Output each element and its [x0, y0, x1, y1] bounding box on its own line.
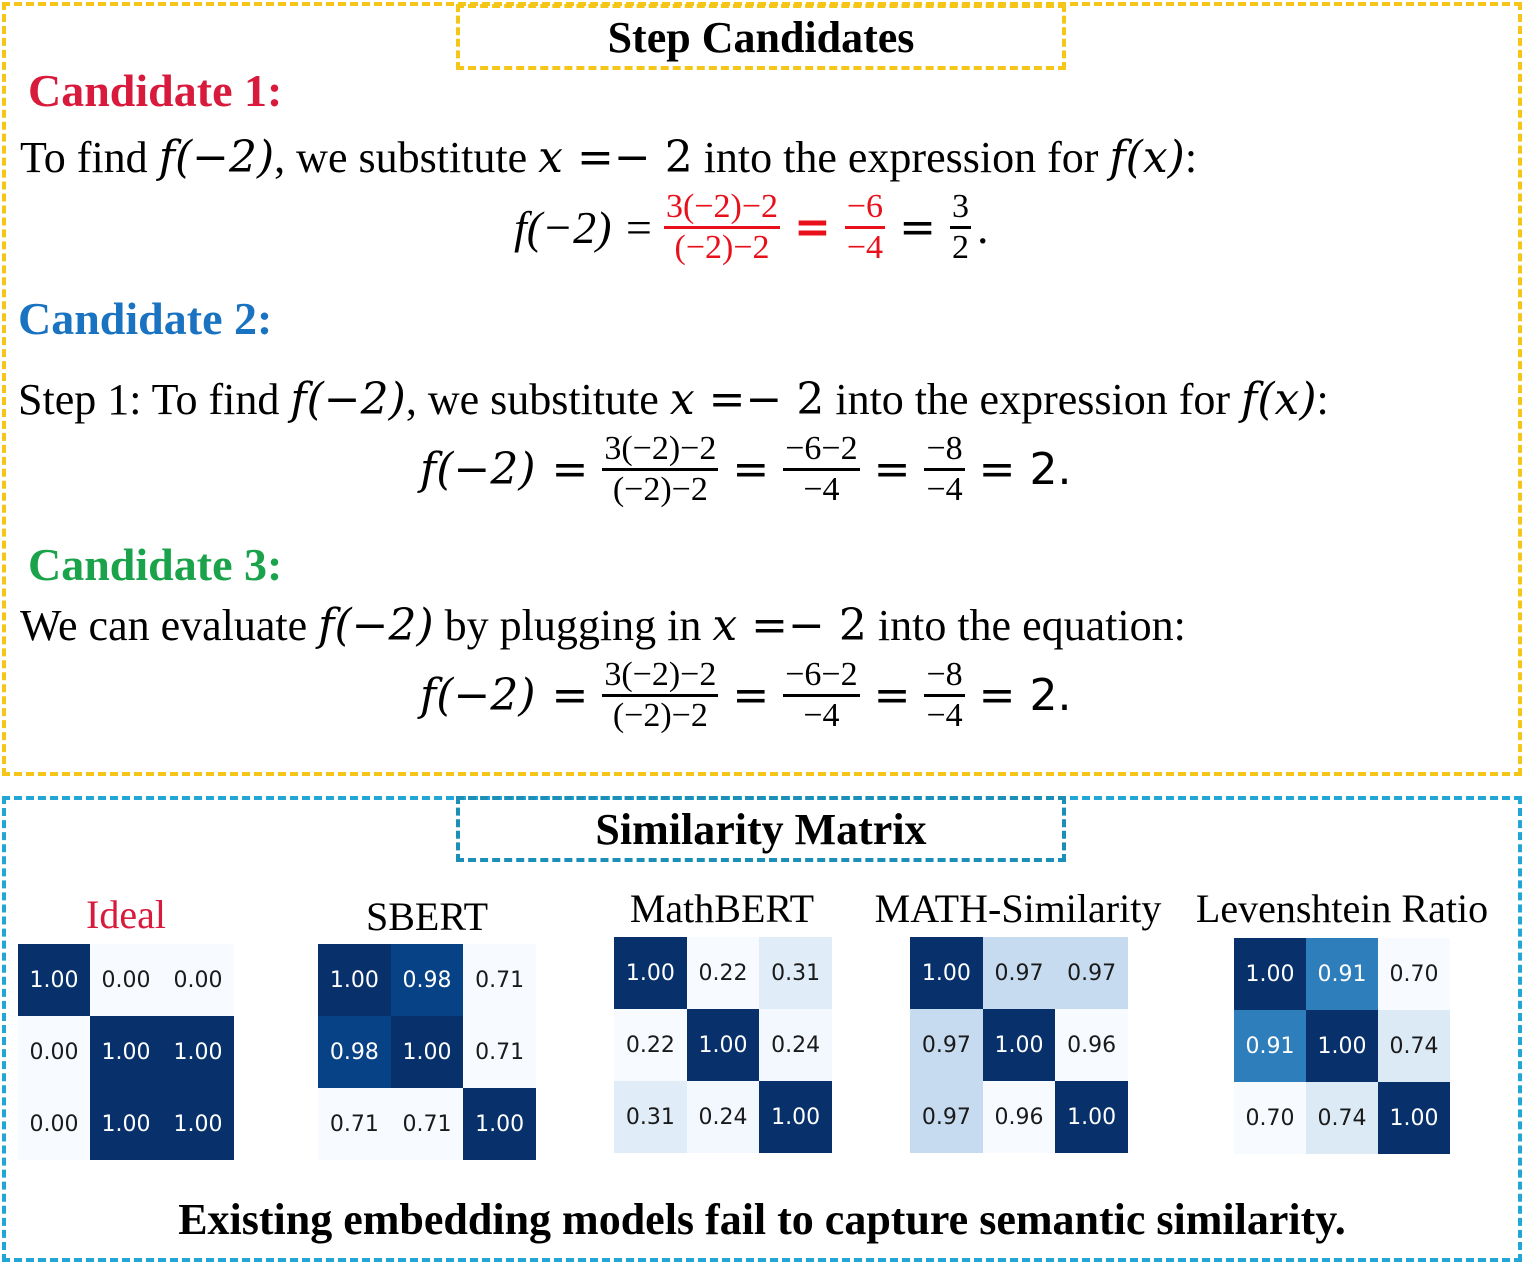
heatmap-cell: 0.71 — [390, 1088, 464, 1160]
step-candidates-title: Step Candidates — [456, 4, 1066, 70]
heatmap-cell: 1.00 — [759, 1081, 832, 1153]
heatmap-cell: 0.70 — [1378, 938, 1450, 1010]
candidate-3-label: Candidate 3: — [28, 539, 283, 590]
heatmap-cell: 1.00 — [162, 1016, 234, 1088]
fraction: −8−4 — [924, 656, 965, 734]
heatmap-cell: 1.00 — [1306, 1010, 1378, 1082]
fraction: −6−2−4 — [783, 656, 860, 734]
heatmap-title-ideal: Ideal — [86, 892, 166, 937]
heatmap-cell: 1.00 — [1378, 1082, 1450, 1154]
heatmap-cell: 1.00 — [1234, 938, 1306, 1010]
candidate-1-label: Candidate 1: — [28, 65, 283, 116]
heatmap-cell: 1.00 — [18, 944, 90, 1016]
heatmap-cell: 1.00 — [1055, 1081, 1128, 1153]
heatmap-cell: 1.00 — [90, 1088, 162, 1160]
heatmap-cell: 0.24 — [759, 1009, 832, 1081]
similarity-matrix-title: Similarity Matrix — [456, 796, 1066, 862]
heatmap-cell: 0.71 — [463, 944, 536, 1016]
heatmap-cell: 1.00 — [318, 944, 391, 1016]
conclusion-text: Existing embedding models fail to captur… — [178, 1195, 1346, 1244]
fraction: −6−2−4 — [783, 430, 860, 508]
heatmap-cell: 0.97 — [910, 1081, 983, 1153]
heatmap-cell: 1.00 — [162, 1088, 234, 1160]
fraction: 3(−2)−2(−2)−2 — [602, 656, 719, 734]
fraction: −6−4 — [844, 188, 886, 266]
heatmap-cell: 1.00 — [390, 1016, 464, 1088]
fraction: 3(−2)−2(−2)−2 — [664, 188, 780, 266]
heatmap-cell: 1.00 — [910, 937, 983, 1009]
heatmap-cell: 0.24 — [686, 1081, 760, 1153]
heatmap-cell: 0.71 — [463, 1016, 536, 1088]
heatmap-cell: 0.00 — [162, 944, 234, 1016]
heatmap-cell: 0.74 — [1378, 1010, 1450, 1082]
candidate-2-equation: f(−2) = 3(−2)−2(−2)−2 = −6−2−4 = −8−4 = … — [420, 430, 1072, 508]
heatmap-cell: 1.00 — [90, 1016, 162, 1088]
heatmap-cell: 0.00 — [18, 1016, 90, 1088]
heatmap-cell: 1.00 — [463, 1088, 536, 1160]
heatmap-cell: 0.98 — [318, 1016, 391, 1088]
heatmap-cell: 0.97 — [910, 1009, 983, 1081]
heatmap-cell: 0.91 — [1234, 1010, 1306, 1082]
heatmap-title-math-similarity: MATH-Similarity — [874, 886, 1162, 931]
candidate-2-label: Candidate 2: — [18, 293, 273, 344]
heatmap-cell: 0.31 — [759, 937, 832, 1009]
heatmap-cell: 0.31 — [614, 1081, 687, 1153]
heatmap-cell: 1.00 — [686, 1009, 760, 1081]
heatmap-title-sbert: SBERT — [365, 894, 489, 939]
heatmap-title-mathbert: MathBERT — [629, 886, 815, 931]
heatmap-cell: 0.71 — [318, 1088, 391, 1160]
heatmap-cell: 1.00 — [614, 937, 687, 1009]
heatmap-title-levenshtein: Levenshtein Ratio — [1195, 886, 1489, 931]
heatmap-cell: 0.70 — [1234, 1082, 1306, 1154]
fraction: 3(−2)−2(−2)−2 — [602, 430, 719, 508]
heatmap-cell: 0.98 — [390, 944, 464, 1016]
candidate-2-text: Step 1: To find f(−2), we substitute x =… — [18, 374, 1329, 425]
heatmap-cell: 0.00 — [18, 1088, 90, 1160]
heatmap-cell: 0.22 — [614, 1009, 687, 1081]
candidate-1-text: To find f(−2), we substitute x =− 2 into… — [20, 132, 1198, 183]
heatmap-cell: 0.96 — [1055, 1009, 1128, 1081]
heatmap-cell: 1.00 — [982, 1009, 1056, 1081]
heatmap-cell: 0.97 — [1055, 937, 1128, 1009]
heatmap-cell: 0.22 — [686, 937, 760, 1009]
heatmap-cell: 0.00 — [90, 944, 162, 1016]
heatmap-cell: 0.97 — [982, 937, 1056, 1009]
candidate-3-equation: f(−2) = 3(−2)−2(−2)−2 = −6−2−4 = −8−4 = … — [420, 656, 1072, 734]
heatmap-cell: 0.96 — [982, 1081, 1056, 1153]
candidate-3-text: We can evaluate f(−2) by plugging in x =… — [20, 600, 1186, 651]
heatmap-cell: 0.74 — [1306, 1082, 1378, 1154]
fraction: −8−4 — [924, 430, 965, 508]
heatmap-cell: 0.91 — [1306, 938, 1378, 1010]
